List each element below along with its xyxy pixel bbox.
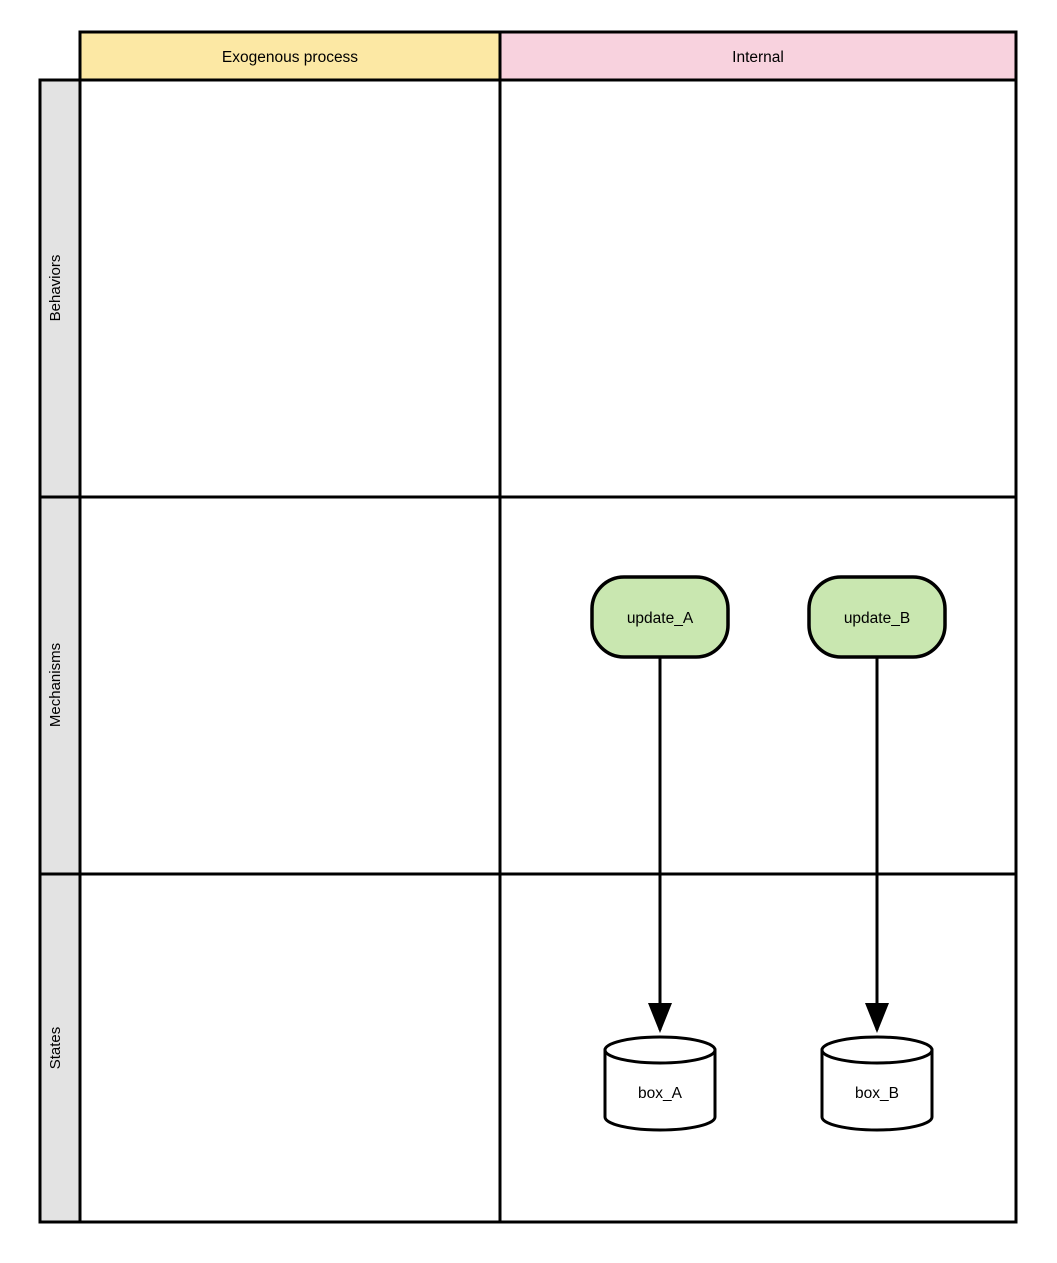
- row-header-states-cell: [38, 872, 82, 1224]
- node-box-b[interactable]: box_B: [820, 1035, 934, 1132]
- edges-layer: [648, 657, 889, 1033]
- row-header-behaviors-label: Behaviors: [47, 255, 64, 322]
- cell-behaviors-exogenous: [78, 78, 502, 499]
- node-box-b-label: box_B: [855, 1085, 899, 1102]
- cell-states-internal: [498, 872, 1018, 1224]
- node-update-a[interactable]: update_A: [590, 575, 730, 659]
- cell-mechanisms-exogenous: [78, 495, 502, 876]
- node-box-a[interactable]: box_A: [603, 1035, 717, 1132]
- node-update-b[interactable]: update_B: [807, 575, 947, 659]
- node-box-a-body[interactable]: [603, 1048, 717, 1132]
- node-box-b-top: [820, 1035, 934, 1065]
- column-header-exogenous-label: Exogenous process: [222, 49, 358, 66]
- node-update-b-shape[interactable]: [807, 575, 947, 659]
- row-header-states-label: States: [47, 1027, 64, 1070]
- row-header-mechanisms-label: Mechanisms: [47, 643, 64, 727]
- node-box-a-top: [603, 1035, 717, 1065]
- cell-behaviors-internal: [498, 78, 1018, 499]
- node-update-a-shape[interactable]: [590, 575, 730, 659]
- node-update-a-label: update_A: [627, 610, 694, 627]
- node-box-a-label: box_A: [638, 1085, 683, 1102]
- node-update-b-label: update_B: [844, 610, 910, 627]
- column-header-internal-label: Internal: [732, 49, 784, 66]
- cell-mechanisms-internal: [498, 495, 1018, 876]
- row-headers: Behaviors Mechanisms States: [38, 78, 82, 1224]
- cell-states-exogenous: [78, 872, 502, 1224]
- node-box-b-body[interactable]: [820, 1048, 934, 1132]
- column-headers: Exogenous process Internal: [78, 30, 1018, 82]
- column-header-exogenous-cell: [78, 30, 502, 82]
